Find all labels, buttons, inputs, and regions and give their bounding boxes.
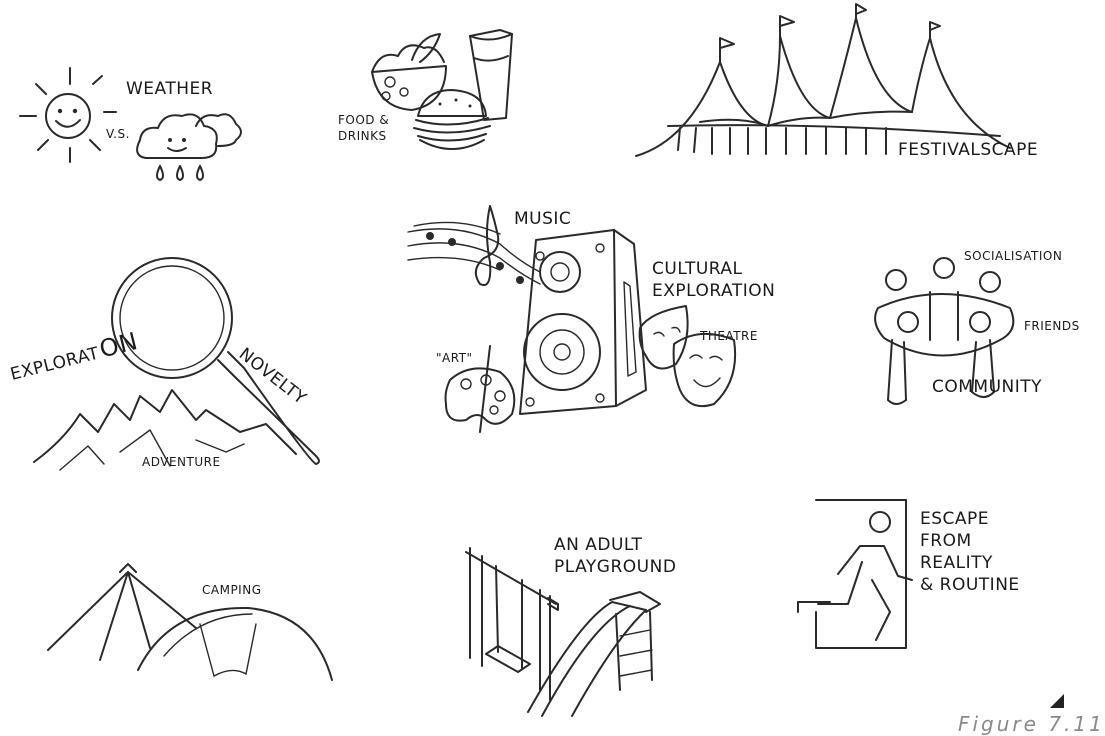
music-notes-icon (407, 205, 541, 286)
swing-set-icon (465, 547, 559, 701)
escape-label-line1: ESCAPE (920, 509, 989, 529)
camping-label: CAMPING (202, 583, 262, 597)
figure-caption: Figure 7.11 (958, 712, 1105, 736)
burger-icon (413, 89, 491, 150)
drink-cup-icon (469, 29, 513, 121)
circus-tent-icon (635, 3, 1011, 157)
exploration-label: EXPLORATON (7, 327, 141, 386)
food-label-line1: FOOD & (338, 113, 389, 127)
food-label-line2: DRINKS (338, 129, 387, 143)
art-label: "ART" (436, 351, 473, 365)
escape-label-line3: REALITY (920, 553, 993, 573)
magnifying-glass-icon (111, 257, 320, 465)
resize-corner-icon[interactable] (1050, 694, 1064, 708)
novelty-label: NOVELTY (235, 344, 310, 409)
escape-label-line2: FROM (920, 531, 972, 551)
escape-label-line4: & ROUTINE (920, 575, 1020, 595)
socialisation-label: SOCIALISATION (964, 249, 1062, 263)
community-circle-icon (874, 257, 1015, 405)
paint-palette-icon (444, 345, 516, 433)
festivalscape-label: FESTIVALSCAPE (898, 140, 1038, 160)
mountains-icon (33, 389, 297, 471)
rain-cloud-icon (136, 113, 242, 181)
theatre-label: THEATRE (699, 329, 758, 343)
weather-label: WEATHER (126, 79, 213, 99)
playground-label-line2: PLAYGROUND (554, 557, 676, 577)
camping-tents-icon (47, 563, 333, 681)
speaker-icon (519, 229, 647, 415)
theatre-masks-icon (638, 305, 737, 408)
food-bowl-icon (371, 33, 447, 111)
playground-label-line1: AN ADULT (554, 535, 643, 555)
adventure-label: ADVENTURE (142, 455, 221, 469)
cultural-label-line1: CULTURAL (652, 259, 743, 279)
slide-icon (527, 591, 661, 717)
community-label: COMMUNITY (932, 377, 1042, 397)
vs-label: V.S. (106, 127, 130, 141)
music-label: MUSIC (514, 209, 571, 229)
exit-sign-icon (797, 499, 913, 649)
friends-label: FRIENDS (1024, 319, 1080, 333)
sun-icon (19, 67, 117, 163)
cultural-label-line2: EXPLORATION (652, 281, 775, 301)
